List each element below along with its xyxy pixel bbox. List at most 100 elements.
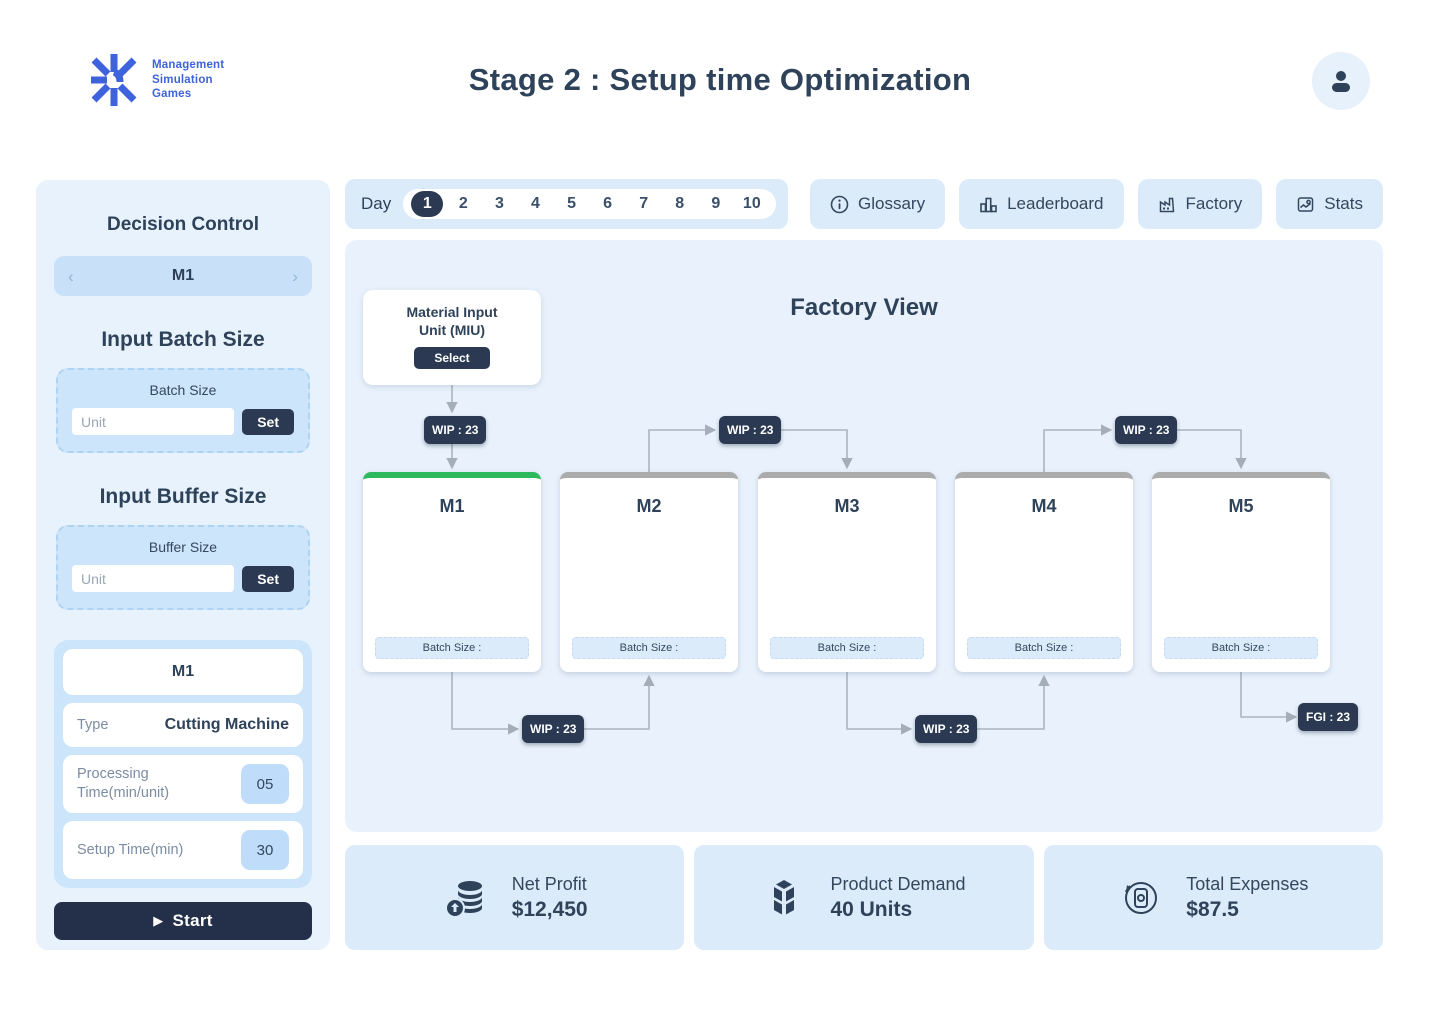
leaderboard-label: Leaderboard — [1007, 194, 1104, 213]
wip-badge-m2-m3: WIP : 23 — [719, 416, 782, 444]
leaderboard-icon — [979, 195, 998, 214]
day-9[interactable]: 9 — [711, 195, 721, 212]
stats-label: Stats — [1324, 194, 1363, 213]
machine-card-m1-name: M1 — [439, 496, 465, 516]
machine-card-m5-name: M5 — [1228, 496, 1254, 516]
kpi-row: Net Profit $12,450 Product Demand 40 Uni… — [345, 845, 1383, 950]
machine-card-m2-batch: Batch Size : — [572, 637, 726, 659]
type-label: Type — [77, 716, 109, 733]
wip-badge-m4-m5: WIP : 23 — [1115, 416, 1178, 444]
chevron-left-icon[interactable]: ‹ — [68, 266, 74, 286]
batch-size-label: Batch Size — [149, 382, 217, 398]
processing-time-value: 05 — [241, 764, 289, 804]
machine-info-type-row: Type Cutting Machine — [63, 703, 303, 747]
stats-icon — [1296, 195, 1315, 214]
machine-card-m5-batch: Batch Size : — [1164, 637, 1318, 659]
glossary-button[interactable]: Glossary — [810, 179, 946, 229]
play-icon: ▶ — [153, 913, 164, 928]
profit-icon — [442, 875, 488, 921]
machine-info-name: M1 — [63, 649, 303, 695]
miu-select-button[interactable]: Select — [414, 347, 490, 370]
net-profit-card: Net Profit $12,450 — [345, 845, 685, 950]
machine-card-m1[interactable]: M1 Batch Size : — [363, 472, 541, 672]
machine-card-m2-name: M2 — [636, 496, 662, 516]
batch-size-input[interactable] — [72, 408, 235, 435]
day-label: Day — [361, 194, 392, 213]
start-label: Start — [172, 911, 213, 930]
product-demand-label: Product Demand — [830, 873, 966, 894]
setup-time-value: 30 — [241, 830, 289, 870]
buffer-size-label: Buffer Size — [148, 539, 218, 555]
total-expenses-label: Total Expenses — [1186, 873, 1309, 894]
day-2[interactable]: 2 — [458, 195, 468, 212]
machine-card-m4[interactable]: M4 Batch Size : — [955, 472, 1133, 672]
machine-info-card: M1 Type Cutting Machine Processing Time(… — [54, 640, 312, 888]
product-demand-card: Product Demand 40 Units — [694, 845, 1034, 950]
type-value: Cutting Machine — [164, 716, 289, 733]
fgi-badge: FGI : 23 — [1298, 703, 1359, 731]
machine-card-m5[interactable]: M5 Batch Size : — [1152, 472, 1330, 672]
leaderboard-button[interactable]: Leaderboard — [959, 179, 1124, 229]
demand-icon — [762, 876, 806, 920]
day-selector-bar: Day 1 2 3 4 5 6 7 8 9 10 — [345, 179, 788, 229]
machine-card-m2[interactable]: M2 Batch Size : — [560, 472, 738, 672]
asterisk-logo-icon — [91, 54, 137, 106]
day-pill-track: 1 2 3 4 5 6 7 8 9 10 — [403, 189, 776, 219]
product-demand-value: 40 Units — [830, 897, 913, 921]
top-nav: Glossary Leaderboard Factory Stats — [810, 179, 1383, 229]
factory-icon — [1158, 195, 1177, 214]
user-avatar[interactable] — [1312, 52, 1370, 110]
factory-view-panel: Factory View Material Input Unit (MIU) S… — [345, 240, 1383, 832]
glossary-label: Glossary — [858, 194, 926, 213]
batch-set-button[interactable]: Set — [242, 408, 294, 435]
factory-view-title: Factory View — [790, 294, 938, 321]
miu-title: Material Input Unit (MIU) — [406, 304, 498, 339]
machine-selector[interactable]: ‹ M1 › — [54, 256, 312, 296]
wip-badge-miu-m1: WIP : 23 — [424, 416, 487, 444]
day-5[interactable]: 5 — [567, 195, 576, 212]
machine-card-m3-batch: Batch Size : — [770, 637, 924, 659]
user-icon — [1332, 71, 1350, 92]
total-expenses-card: Total Expenses $87.5 — [1043, 845, 1383, 950]
machine-card-m1-batch: Batch Size : — [375, 637, 529, 659]
brand-logo-text: Management Simulation Games — [152, 58, 225, 101]
buffer-size-card: Buffer Size Set — [56, 525, 310, 610]
stats-button[interactable]: Stats — [1276, 179, 1383, 229]
miu-card: Material Input Unit (MIU) Select — [363, 290, 541, 385]
factory-label: Factory — [1185, 194, 1243, 213]
info-icon — [830, 195, 849, 214]
machine-card-m3[interactable]: M3 Batch Size : — [758, 472, 936, 672]
chevron-right-icon[interactable]: › — [292, 266, 298, 286]
factory-button[interactable]: Factory — [1137, 179, 1263, 229]
machine-card-m4-name: M4 — [1031, 496, 1057, 516]
day-10[interactable]: 10 — [742, 195, 761, 212]
buffer-size-heading: Input Buffer Size — [99, 485, 267, 508]
day-6[interactable]: 6 — [603, 195, 613, 212]
buffer-set-button[interactable]: Set — [242, 565, 294, 592]
net-profit-value: $12,450 — [511, 897, 588, 921]
decision-control-panel: Decision Control ‹ M1 › Input Batch Size… — [36, 180, 330, 950]
day-7[interactable]: 7 — [639, 195, 649, 212]
expenses-icon — [1118, 876, 1162, 920]
day-1[interactable]: 1 — [411, 191, 444, 217]
day-3[interactable]: 3 — [494, 195, 504, 212]
wip-badge-m3-m4: WIP : 23 — [915, 715, 978, 743]
net-profit-label: Net Profit — [511, 873, 587, 894]
processing-time-row: Processing Time(min/unit) 05 — [63, 755, 303, 813]
batch-size-heading: Input Batch Size — [101, 328, 265, 351]
buffer-size-input[interactable] — [72, 565, 235, 592]
brand-logo: Management Simulation Games — [88, 52, 224, 108]
machine-card-m4-batch: Batch Size : — [967, 637, 1121, 659]
total-expenses-value: $87.5 — [1186, 897, 1239, 921]
wip-badge-m1-m2: WIP : 23 — [522, 715, 585, 743]
processing-time-label: Processing Time(min/unit) — [77, 766, 170, 801]
start-button[interactable]: ▶ Start — [54, 902, 312, 940]
day-4[interactable]: 4 — [531, 195, 540, 212]
page-title: Stage 2 : Setup time Optimization — [468, 62, 972, 97]
machine-selector-value: M1 — [171, 267, 195, 284]
day-8[interactable]: 8 — [675, 195, 685, 212]
setup-time-row: Setup Time(min) 30 — [63, 821, 303, 879]
setup-time-label: Setup Time(min) — [77, 841, 184, 858]
batch-size-card: Batch Size Set — [56, 368, 310, 453]
